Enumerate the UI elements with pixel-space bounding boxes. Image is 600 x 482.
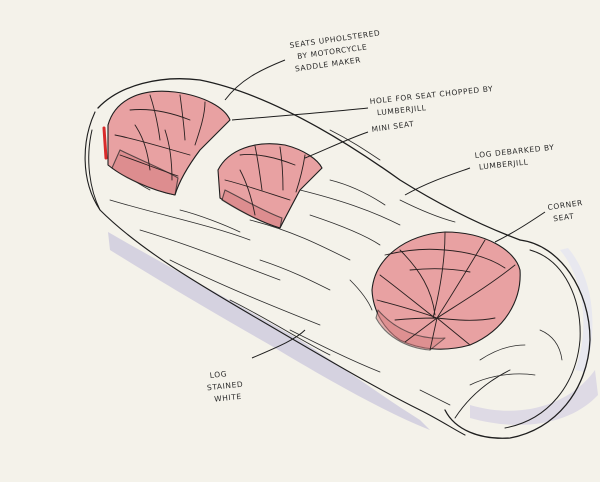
note-mini-seat: MINI SEAT (371, 119, 415, 134)
note-log-debarked: LOG DEBARKED BY LUMBERJILL (474, 142, 559, 172)
log-body (84, 78, 591, 439)
upholstered-seat-mini (217, 143, 323, 229)
note-log-stained: LOG STAINED WHITE (205, 367, 248, 404)
ground-shadow (108, 232, 598, 430)
wood-grain (109, 129, 563, 406)
note-hole-for-seat: HOLE FOR SEAT CHOPPED BY LUMBERJILL (369, 84, 498, 118)
note-seats-upholstered: SEATS UPHOLSTERED BY MOTORCYCLE SADDLE M… (289, 28, 387, 74)
upholstered-seat-large (107, 90, 231, 196)
red-marker-accent (102, 126, 108, 160)
upholstered-seat-corner (371, 231, 521, 351)
note-corner-seat: CORNER SEAT (547, 198, 588, 224)
leader-lines (224, 59, 546, 359)
